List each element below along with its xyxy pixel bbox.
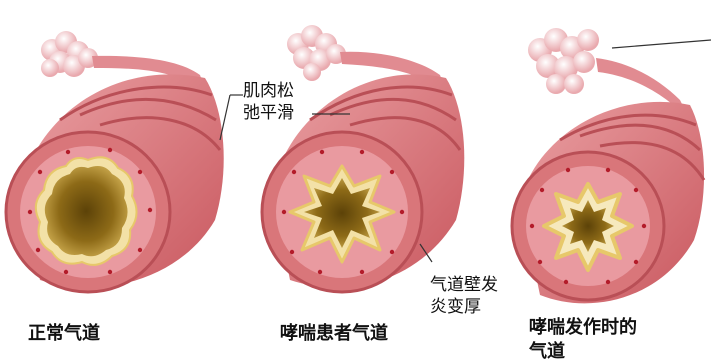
smooth-muscle-label: 肌肉松 弛平滑 bbox=[243, 80, 313, 124]
normal-airway bbox=[6, 31, 224, 292]
muscle-leader-line-tube bbox=[220, 95, 230, 140]
attack-leader-line bbox=[612, 40, 711, 48]
alveoli-cluster bbox=[41, 31, 98, 77]
asthma-airway-caption: 哮喘患者气道 bbox=[280, 323, 388, 345]
attack-airway-caption-line2: 气道 bbox=[529, 340, 637, 364]
asthma-airway bbox=[262, 25, 464, 292]
alveoli-cluster bbox=[528, 28, 599, 94]
inflamed-wall-label-line2: 炎变厚 bbox=[430, 296, 520, 318]
attack-airway-caption-line1: 哮喘发作时的 bbox=[529, 316, 637, 340]
alveoli-cluster bbox=[287, 25, 346, 81]
inflamed-wall-label-line1: 气道壁发 bbox=[430, 274, 520, 296]
attack-airway bbox=[512, 28, 704, 303]
normal-airway-caption: 正常气道 bbox=[28, 323, 100, 345]
attack-airway-caption: 哮喘发作时的 气道 bbox=[529, 316, 637, 364]
inflamed-wall-label: 气道壁发 炎变厚 bbox=[430, 274, 520, 318]
smooth-muscle-label-line1: 肌肉松 bbox=[243, 80, 313, 102]
smooth-muscle-label-line2: 弛平滑 bbox=[243, 102, 313, 124]
